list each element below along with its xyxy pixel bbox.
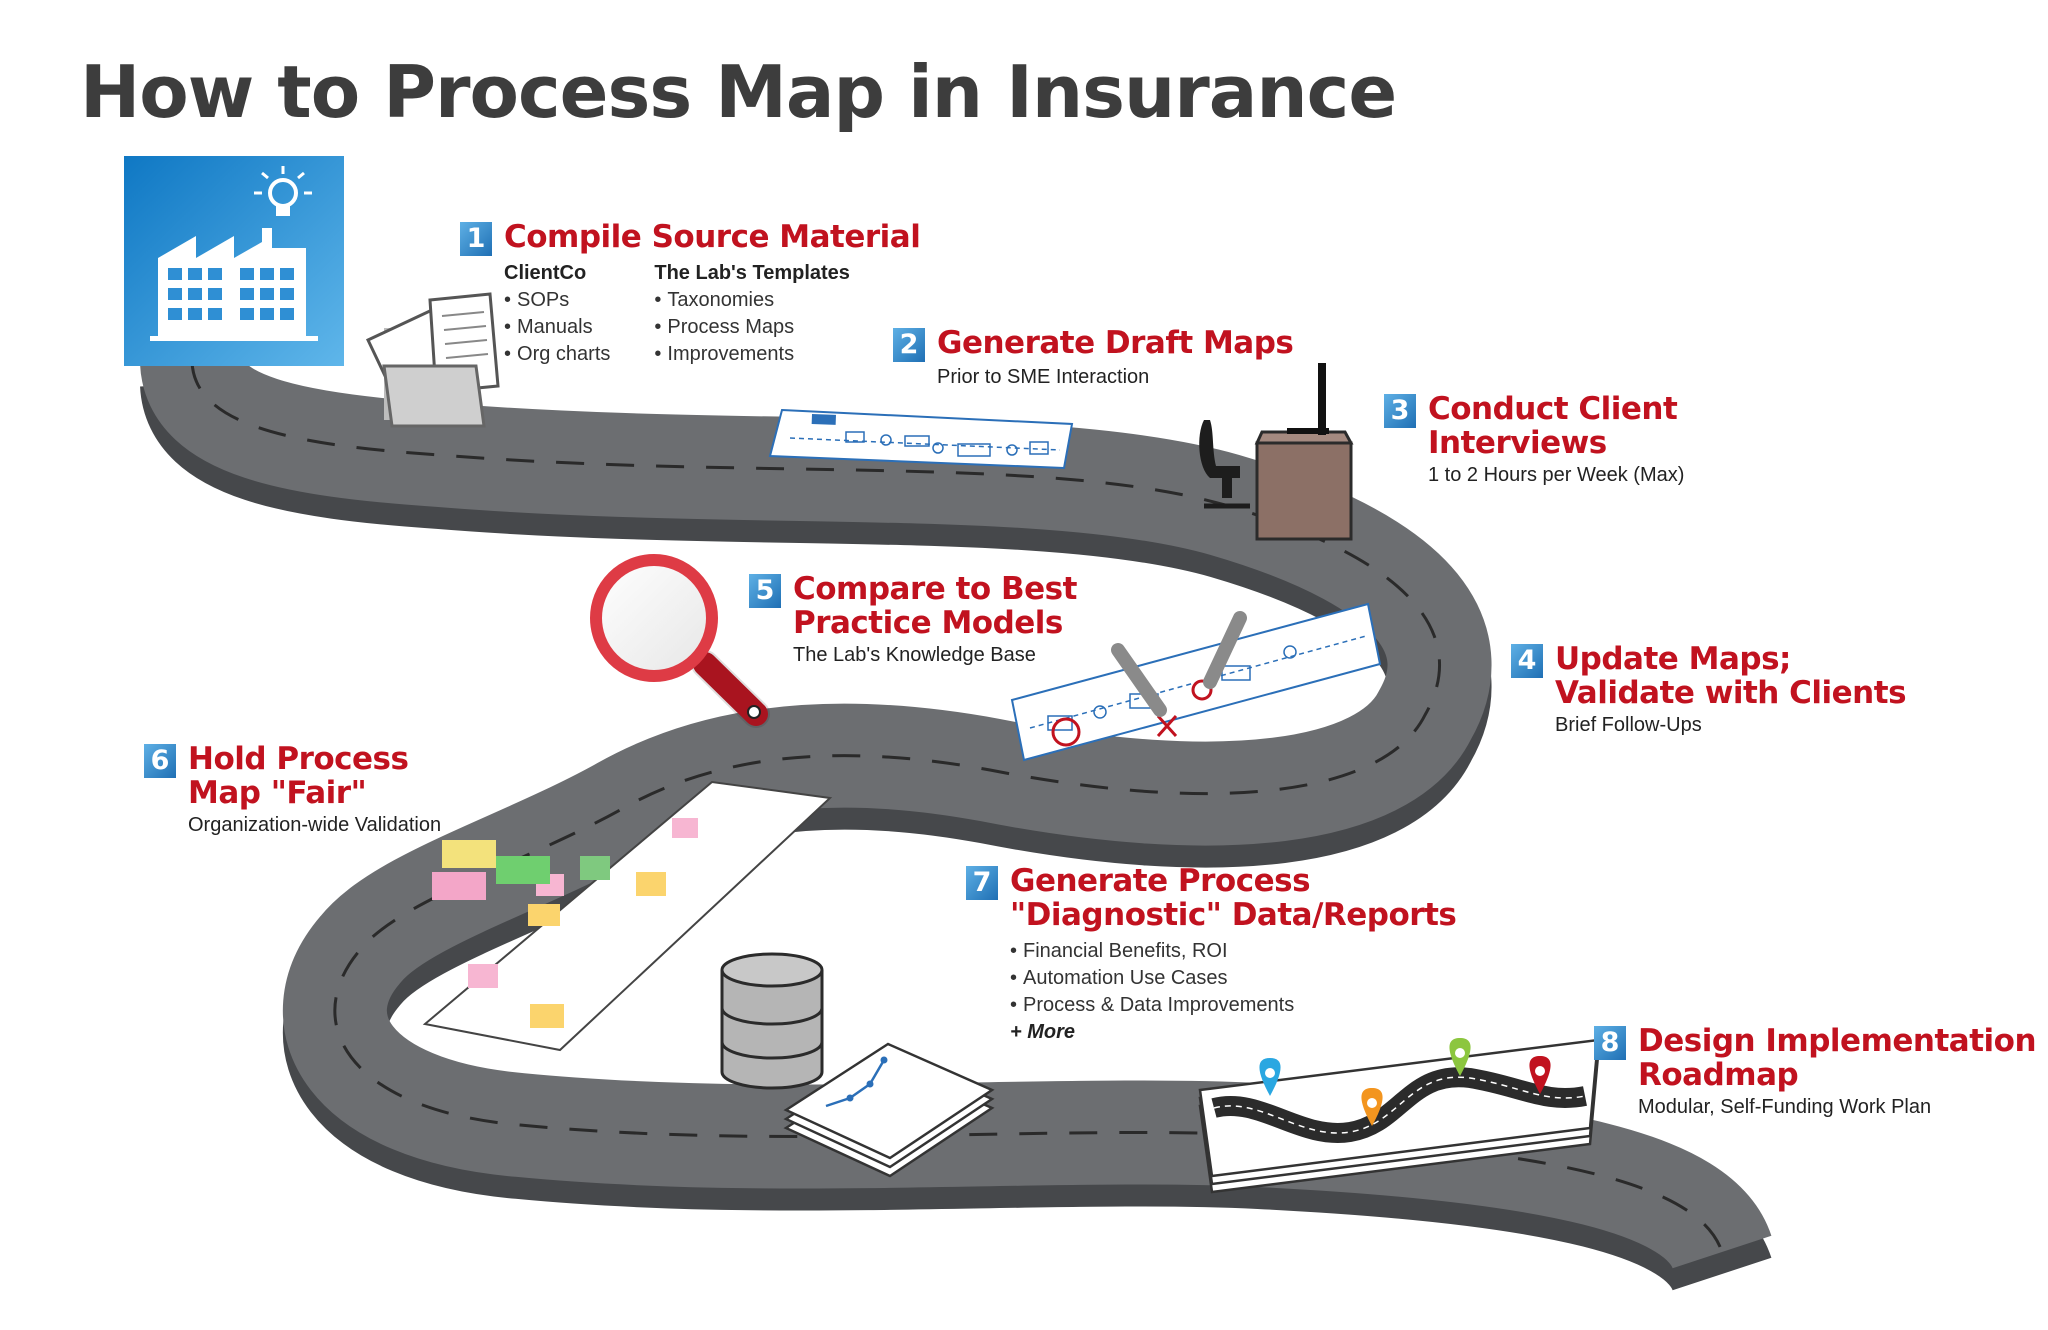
step-subtitle: The Lab's Knowledge Base: [793, 644, 1036, 666]
step-8-implementation-roadmap: 8 Design Implementation Roadmap Modular, …: [1594, 1023, 2037, 1119]
step-subtitle: Prior to SME Interaction: [937, 366, 1150, 388]
step-subtitle: 1 to 2 Hours per Week (Max): [1428, 464, 1685, 486]
source-column-clientco: ClientCo SOPs Manuals Org charts: [504, 262, 610, 368]
list-item: Process Maps: [654, 314, 850, 341]
factory-lightbulb-icon: [124, 156, 344, 366]
list-item: Financial Benefits, ROI: [1010, 938, 1456, 965]
step-title: Conduct Client Interviews: [1428, 391, 1678, 461]
marked-up-map-icon: [1010, 602, 1382, 762]
road: [140, 355, 1772, 1294]
step-7-diagnostic-reports: 7 Generate Process "Diagnostic" Data/Repo…: [966, 863, 1457, 1044]
step-subtitle: Organization-wide Validation: [188, 814, 442, 836]
list-item: Org charts: [504, 341, 610, 368]
documents-folder-icon: [365, 292, 500, 428]
list-item: SOPs: [504, 287, 610, 314]
step-subtitle: Brief Follow-Ups: [1555, 714, 1702, 736]
magnifier-icon: [590, 554, 770, 728]
step-title: Compare to Best Practice Models: [793, 571, 1077, 641]
step-title: Compile Source Material: [504, 219, 921, 255]
step-6-hold-process-map-fair: 6 Hold Process Map "Fair" Organization-wi…: [144, 742, 441, 837]
step-title: Update Maps; Validate with Clients: [1555, 641, 1907, 711]
database-icon: [720, 952, 824, 1090]
step-number-badge: 6: [144, 744, 176, 778]
step-4-update-maps: 4 Update Maps; Validate with Clients Brie…: [1511, 641, 1907, 737]
step-subtitle: Modular, Self-Funding Work Plan: [1638, 1096, 1932, 1118]
column-heading: The Lab's Templates: [654, 262, 850, 284]
step-3-conduct-client-interviews: 3 Conduct Client Interviews 1 to 2 Hours …: [1384, 392, 1684, 487]
source-column-lab-templates: The Lab's Templates Taxonomies Process M…: [654, 262, 850, 368]
draft-map-icon: [768, 408, 1074, 470]
list-item: Improvements: [654, 341, 850, 368]
desk-chair-icon: [1199, 363, 1354, 541]
roadmap-pins-icon: [1198, 1038, 1600, 1194]
step-number-badge: 8: [1594, 1026, 1626, 1060]
step-number-badge: 7: [966, 866, 998, 900]
step-2-generate-draft-maps: 2 Generate Draft Maps Prior to SME Intera…: [893, 325, 1294, 389]
column-heading: ClientCo: [504, 262, 587, 284]
report-stack-icon: [783, 1042, 995, 1178]
page-title: How to Process Map in Insurance: [80, 50, 1397, 134]
step-1-compile-source-material: 1 Compile Source Material ClientCo SOPs M…: [460, 219, 921, 368]
list-item: Manuals: [504, 314, 610, 341]
step-number-badge: 4: [1511, 644, 1543, 678]
step-title: Design Implementation Roadmap: [1638, 1023, 2037, 1093]
sticky-note-map-icon: [422, 780, 833, 1052]
more-label: + More: [1010, 1021, 1076, 1043]
step-number-badge: 5: [749, 574, 781, 608]
step-title: Generate Draft Maps: [937, 325, 1294, 361]
step-5-compare-best-practice: 5 Compare to Best Practice Models The Lab…: [749, 572, 1077, 667]
step-number-badge: 2: [893, 328, 925, 362]
list-item: Process & Data Improvements: [1010, 992, 1456, 1019]
step-number-badge: 3: [1384, 394, 1416, 428]
step-title: Hold Process Map "Fair": [188, 741, 409, 811]
list-item: Automation Use Cases: [1010, 965, 1456, 992]
list-item: Taxonomies: [654, 287, 850, 314]
step-title: Generate Process "Diagnostic" Data/Repor…: [1010, 863, 1457, 933]
step-number-badge: 1: [460, 222, 492, 256]
